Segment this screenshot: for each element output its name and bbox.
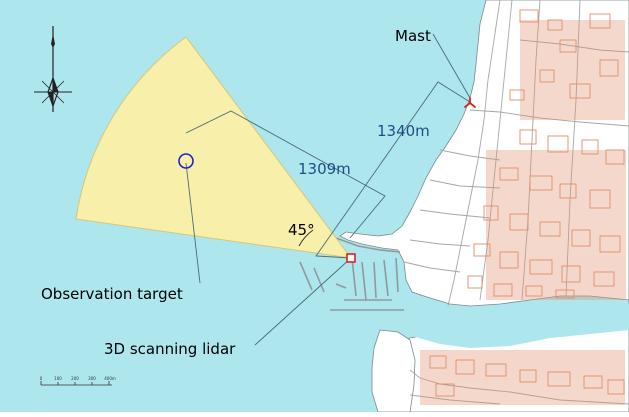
- angle-label: 45°: [288, 221, 315, 239]
- angle-arc: [298, 229, 314, 247]
- callout-lines: [185, 33, 471, 346]
- land-south-spit: [371, 329, 416, 413]
- lidar-label: 3D scanning lidar: [104, 340, 236, 358]
- scale-bar: 0 100 200 300 400m: [40, 376, 116, 386]
- road-network: [403, 0, 629, 405]
- distance-label-mast: 1340m: [377, 122, 430, 140]
- scale-tick-300: 300: [88, 376, 96, 381]
- mast-label: Mast: [395, 27, 431, 45]
- target-circle-icon[interactable]: [178, 153, 194, 169]
- scale-tick-400: 400m: [104, 376, 116, 381]
- scale-tick-200: 200: [71, 376, 79, 381]
- harbour-structures: [299, 237, 404, 311]
- distance-guides: [185, 81, 471, 259]
- scale-tick-100: 100: [54, 376, 62, 381]
- building-footprints: [429, 9, 625, 397]
- mast-icon[interactable]: [464, 97, 476, 108]
- observation-target-label: Observation target: [41, 285, 183, 303]
- distance-label-target: 1309m: [298, 160, 351, 178]
- observation-sector: [75, 36, 353, 259]
- building-clusters: [420, 20, 626, 405]
- compass-rose-icon: [34, 26, 72, 112]
- river: [404, 304, 629, 348]
- lidar-marker-icon[interactable]: [346, 253, 356, 263]
- scale-tick-0: 0: [40, 376, 43, 381]
